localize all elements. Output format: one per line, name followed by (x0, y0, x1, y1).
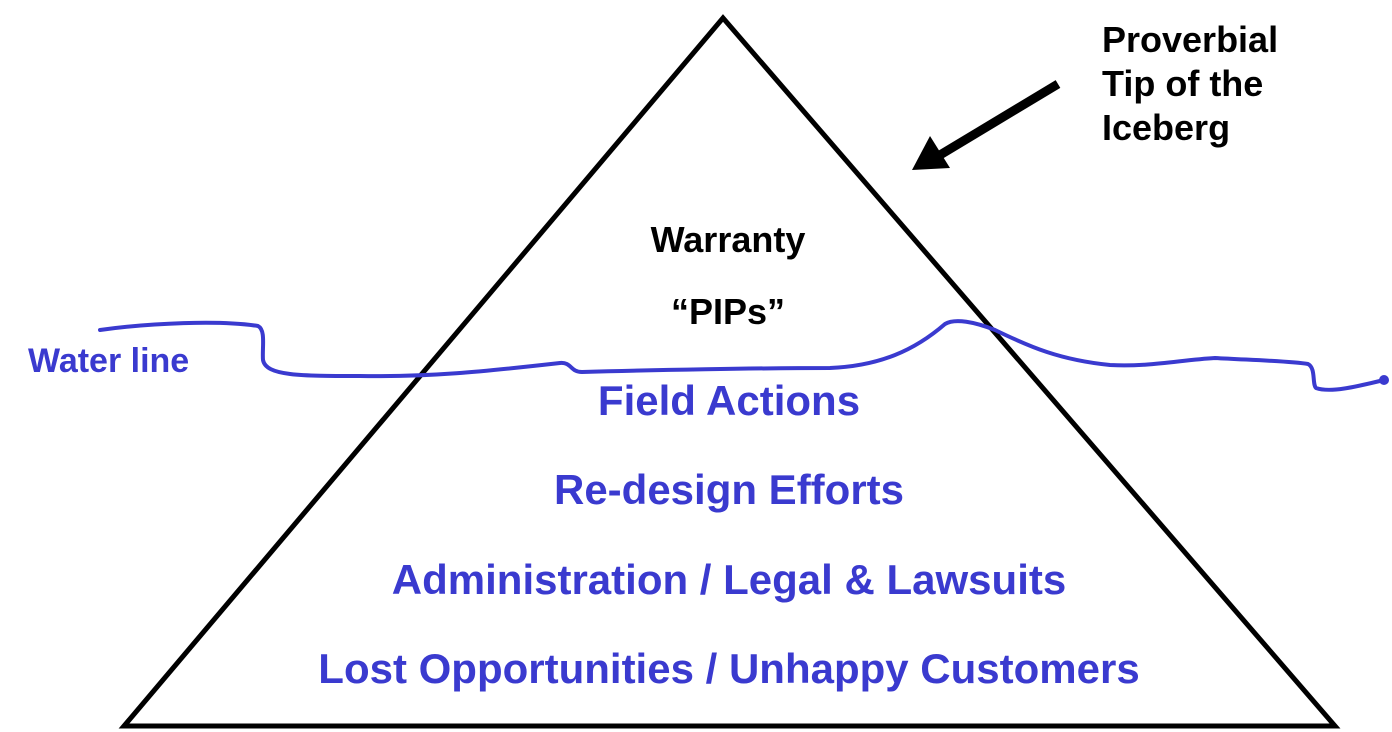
water-line-end-dot (1379, 375, 1389, 385)
water-line (98, 319, 1386, 392)
warranty-label: Warranty (650, 219, 806, 260)
administration-legal-label: Administration / Legal & Lawsuits (391, 556, 1067, 603)
iceberg-triangle (118, 14, 1341, 729)
water-line-label: Water line (28, 342, 190, 380)
field-actions-label: Field Actions (597, 377, 861, 424)
callout-line-2: Tip of the (1102, 63, 1264, 104)
pips-label: “PIPs” (670, 291, 786, 332)
tip-of-iceberg-callout: Proverbial Tip of the Iceberg (1102, 18, 1278, 150)
callout-line-3: Iceberg (1102, 107, 1231, 148)
arrow-icon (912, 80, 1061, 170)
callout-line-1: Proverbial (1102, 19, 1279, 60)
redesign-efforts-label: Re-design Efforts (553, 466, 905, 513)
lost-opportunities-label: Lost Opportunities / Unhappy Customers (318, 645, 1140, 692)
